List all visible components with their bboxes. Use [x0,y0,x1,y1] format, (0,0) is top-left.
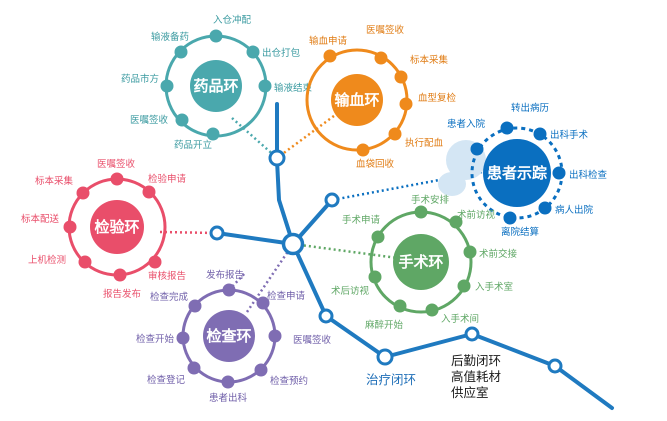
patient-ring: 患者示踪 患者入院 转出病历 出科手术 出科检查 病人出院 离院结算 [438,102,608,238]
metro-stations [209,149,563,374]
drug-ring-title: 药品环 [193,77,238,95]
blood-ring-title: 输血环 [334,91,379,109]
exam-node-label: 检查完成 [150,291,189,303]
lab-node-label: 标本配送 [21,213,60,225]
drug-node-label: 出仓打包 [262,47,301,59]
exam-node-label: 检查申请 [267,290,306,302]
surgery-node-label: 手术安排 [411,194,450,206]
drug-node-label: 药品开立 [174,139,212,151]
surgery-node-label: 入手术间 [441,313,479,325]
blood-node-label: 执行配血 [405,137,444,149]
surgery-node-label: 手术申请 [342,214,381,226]
station [318,308,334,324]
surgery-node-label: 术前交接 [479,248,518,260]
blood-ring: 输血环 医嘱签收 标本采集 血型复检 执行配血 血袋回收 输血申请 [305,24,457,170]
logistics-loop-label: 后勤闭环 [451,353,501,368]
exam-node-label: 医嘱签收 [293,334,332,346]
blood-node-label: 血袋回收 [356,158,395,170]
patient-node-label: 出科手术 [550,129,589,141]
lab-ring: 检验环 医嘱签收 检验申请 审核报告 报告发布 上机检测 标本配送 标本采集 [21,158,187,300]
station [268,149,286,167]
lab-node-label: 标本采集 [35,175,74,187]
drug-ring: 药品环 入仓冲配 出仓打包 输液结束 药品开立 医嘱签收 药品市方 输液备药 [121,14,313,151]
surgery-node-label: 入手术室 [475,281,513,293]
exam-node-label: 检查开始 [136,333,175,345]
drug-node-label: 输液备药 [151,31,189,43]
exam-ring-title: 检查环 [206,327,251,345]
station [376,348,394,366]
drug-node-label: 药品市方 [121,73,159,85]
high-value-consumables-label: 高值耗材 [451,369,501,384]
exam-node-label: 患者出科 [209,392,248,404]
blood-node-label: 医嘱签收 [366,24,405,36]
station-hub [281,232,305,256]
patient-node-label: 出科检查 [569,169,608,181]
exam-ring: 检查环 发布报告 检查申请 医嘱签收 检查预约 患者出科 检查登记 检查开始 检… [136,269,332,404]
station [464,326,480,342]
station [324,192,340,208]
lab-node-label: 上机检测 [28,254,66,266]
lab-node-label: 审核报告 [148,270,186,282]
patient-ring-title: 患者示踪 [487,164,547,182]
drug-node-label: 入仓冲配 [213,14,252,26]
exam-node-label: 发布报告 [206,269,244,281]
surgery-node-label: 术前访视 [457,209,496,221]
exam-node-label: 检查登记 [147,374,186,386]
blood-node-label: 血型复检 [418,92,457,104]
patient-node-label: 患者入院 [447,118,486,130]
blood-node-label: 输血申请 [309,35,348,47]
supply-room-label: 供应室 [451,385,489,400]
treatment-loop-label: 治疗闭环 [366,372,416,387]
drug-node-label: 输液结束 [274,82,313,94]
exam-node-label: 检查预约 [270,375,308,387]
blood-node-label: 标本采集 [410,54,449,66]
surgery-node-label: 术后访视 [331,285,370,297]
patient-node-label: 病人出院 [555,204,594,216]
surgery-node-label: 麻醉开始 [365,319,404,331]
patient-node-label: 离院结算 [501,226,539,238]
station [547,358,563,374]
surgery-ring: 手术环 手术安排 术前访视 术前交接 入手术室 入手术间 麻醉开始 术后访视 手… [331,194,518,331]
lab-node-label: 检验申请 [148,173,187,185]
surgery-ring-title: 手术环 [398,253,443,271]
drug-node-label: 医嘱签收 [130,114,169,126]
patient-node-label: 转出病历 [511,102,549,114]
lab-ring-title: 检验环 [94,218,139,236]
lab-node-label: 医嘱签收 [97,158,136,170]
station [209,225,225,241]
lab-node-label: 报告发布 [103,288,141,300]
